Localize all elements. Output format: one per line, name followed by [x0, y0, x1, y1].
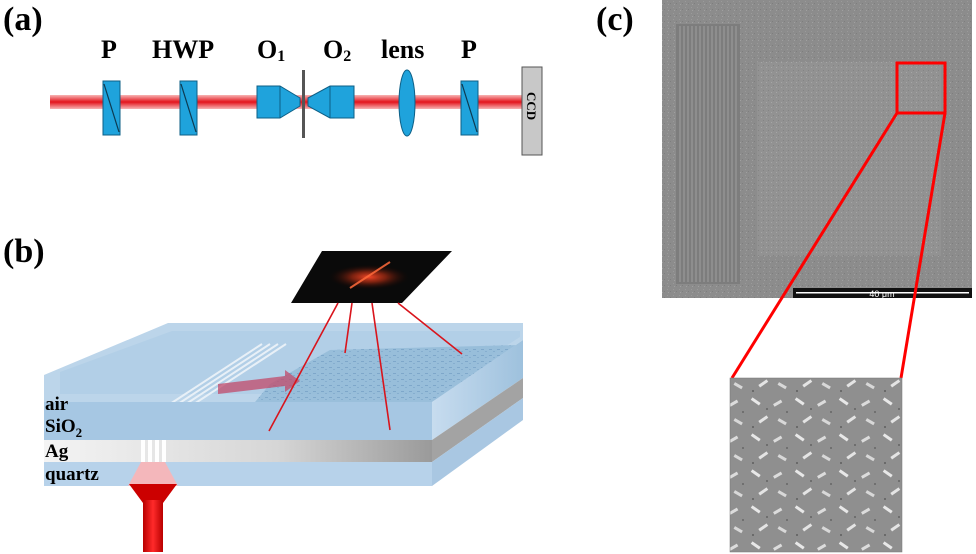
ccd-detector: CCD: [521, 66, 543, 156]
layer-label-quartz: quartz: [45, 464, 99, 485]
nanostructure-region: [240, 345, 520, 420]
sample-plane: [302, 70, 305, 138]
polarizer-2: [460, 80, 479, 136]
layer-label-sio2: SiO2: [45, 416, 82, 440]
sem-zoom-image: [729, 377, 903, 553]
objective-2: [307, 85, 355, 119]
panel-c: (c) 40 μm: [596, 0, 972, 553]
component-label-objective-1: O1: [257, 35, 285, 65]
zoom-connector-right: [899, 112, 947, 379]
component-label-hwp: HWP: [152, 35, 214, 64]
sio2-layer: [44, 402, 432, 440]
ag-layer: [44, 440, 432, 462]
scale-bar-label: 40 μm: [869, 289, 894, 299]
propagation-arrow: [218, 370, 300, 394]
panel-b: (b): [3, 233, 523, 552]
far-field-pattern: [291, 251, 452, 303]
component-label-polarizer-2: P: [461, 35, 477, 64]
panel-label-c: (c): [596, 1, 634, 38]
scattered-rays: [268, 302, 463, 432]
quartz-layer: [44, 462, 432, 486]
sem-overview-image: 40 μm: [662, 0, 972, 299]
polarizer-1: [102, 80, 121, 136]
sample-stack: [44, 323, 523, 486]
layer-label-air: air: [45, 394, 69, 415]
layer-label-ag: Ag: [45, 441, 69, 462]
panel-label-b: (b): [3, 233, 45, 270]
component-label-polarizer-1: P: [101, 35, 117, 64]
component-label-lens: lens: [381, 35, 424, 64]
zoom-highlight-box: [895, 61, 947, 115]
zoom-connector-left: [730, 112, 899, 379]
ccd-label: CCD: [524, 92, 539, 120]
incident-beam: [128, 462, 178, 552]
component-label-objective-2: O2: [323, 35, 351, 65]
half-wave-plate: [179, 80, 198, 136]
panel-label-a: (a): [3, 1, 43, 38]
lens-element: [398, 69, 416, 137]
objective-1: [256, 85, 301, 119]
panel-a: (a) CCD P HWP O1 O2: [3, 1, 543, 156]
